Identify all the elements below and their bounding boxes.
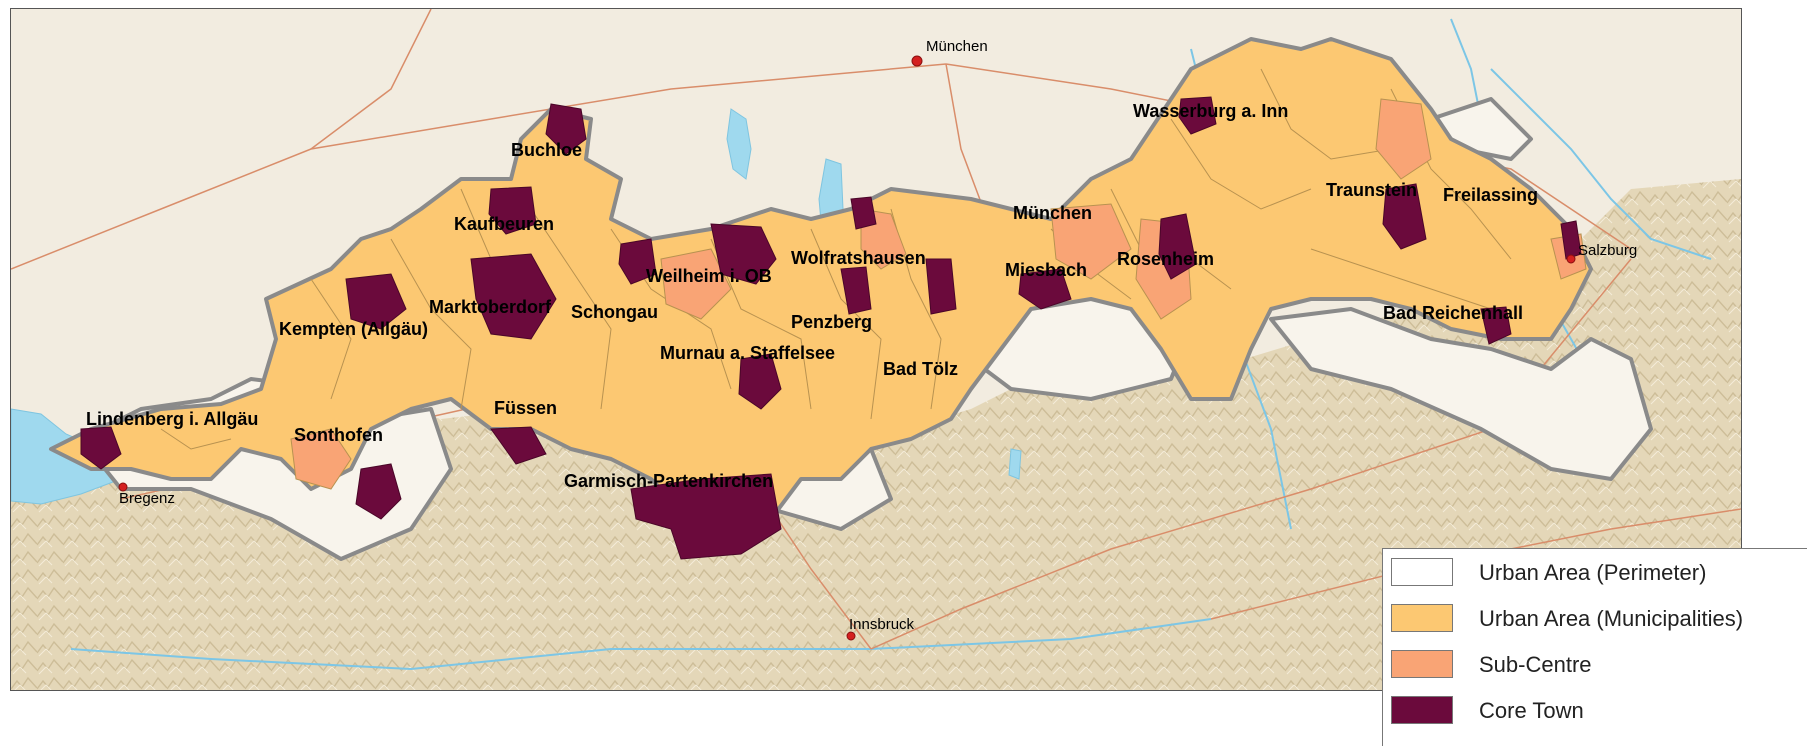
label-wasserburg: Wasserburg a. Inn [1133,101,1288,121]
urban-perimeter-area [1269,307,1653,481]
legend-swatch-urban-municipalities [1391,604,1453,632]
legend-item-sub-centre: Sub-Centre [1383,641,1807,687]
core-town-bad-reichenhall [1480,306,1512,345]
city-marker-innsbruck [846,631,856,641]
label-bad-toelz: Bad Tölz [883,359,958,379]
legend-swatch-urban-perimeter [1391,558,1453,586]
core-town-kempten [345,273,407,330]
lake-walchensee [1008,448,1022,480]
core-town-fuessen [490,426,547,465]
legend-label-urban-municipalities: Urban Area (Municipalities) [1479,606,1744,631]
label-sonthofen: Sonthofen [294,425,383,445]
label-penzberg: Penzberg [791,312,872,332]
city-labels: München Salzburg Bregenz Innsbruck [119,38,1637,633]
label-murnau: Murnau a. Staffelsee [660,343,835,363]
label-miesbach: Miesbach [1005,260,1087,280]
core-town-kaufbeuren [488,186,537,235]
legend-label-sub-centre: Sub-Centre [1479,652,1592,677]
label-kaufbeuren: Kaufbeuren [454,214,554,234]
sub-centre-weilheim [660,248,732,320]
core-town-wolfratshausen [850,196,877,230]
label-freilassing: Freilassing [1443,185,1538,205]
sub-centre-traunstein [1375,98,1432,180]
label-muenchen-region: München [1013,203,1092,223]
label-city-bregenz: Bregenz [119,490,175,507]
town-labels: Buchloe Kaufbeuren Kempten (Allgäu) Mark… [86,101,1538,491]
core-town-sonthofen [355,463,402,520]
label-kempten: Kempten (Allgäu) [279,319,428,339]
legend-swatch-core-town [1391,696,1453,724]
core-town-buchloe [545,103,587,155]
core-town-traunstein [1382,183,1427,250]
city-marker-muenchen [911,55,923,67]
legend-item-urban-municipalities: Urban Area (Municipalities) [1383,595,1807,641]
label-city-innsbruck: Innsbruck [849,616,915,633]
core-town-miesbach [1018,268,1072,310]
label-rosenheim: Rosenheim [1117,249,1214,269]
label-city-muenchen: München [926,38,988,55]
lake-ammersee [726,108,752,180]
core-town-marktoberdorf [470,253,557,340]
core-town-murnau [738,353,782,410]
label-lindenberg: Lindenberg i. Allgäu [86,409,258,429]
city-marker-salzburg [1566,254,1576,264]
core-town-garmisch [630,473,782,560]
core-town-lindenberg [80,426,122,470]
label-garmisch: Garmisch-Partenkirchen [564,471,773,491]
core-town-wasserburg [1178,96,1217,135]
core-towns [80,96,1582,560]
alps-relief [11,179,1741,690]
label-bad-reichenhall: Bad Reichenhall [1383,303,1523,323]
label-fuessen: Füssen [494,398,557,418]
label-buchloe: Buchloe [511,140,582,160]
sub-centre-muenchen [1050,203,1132,280]
core-town-weilheim [710,223,777,285]
core-town-bad-toelz [925,258,957,315]
label-wolfratshausen: Wolfratshausen [791,248,926,268]
label-marktoberdorf: Marktoberdorf [429,297,552,317]
core-town-freilassing [1560,220,1582,260]
legend-swatch-sub-centre [1391,650,1453,678]
map-legend: Urban Area (Perimeter) Urban Area (Munic… [1382,548,1807,746]
city-marker-bregenz [118,482,128,492]
core-town-penzberg [840,266,872,315]
legend-label-core-town: Core Town [1479,698,1584,723]
core-town-schongau [618,238,657,285]
legend-item-urban-perimeter: Urban Area (Perimeter) [1383,549,1807,595]
label-city-salzburg: Salzburg [1578,242,1637,259]
label-weilheim: Weilheim i. OB [646,266,772,286]
city-markers [118,55,1576,641]
label-traunstein: Traunstein [1326,180,1417,200]
sub-centre-sonthofen [290,428,352,490]
label-schongau: Schongau [571,302,658,322]
legend-label-urban-perimeter: Urban Area (Perimeter) [1479,560,1707,585]
legend-item-core-town: Core Town [1383,687,1807,733]
core-town-rosenheim [1158,213,1197,280]
map-frame: Buchloe Kaufbeuren Kempten (Allgäu) Mark… [10,8,1742,691]
map-canvas: Buchloe Kaufbeuren Kempten (Allgäu) Mark… [11,9,1741,690]
